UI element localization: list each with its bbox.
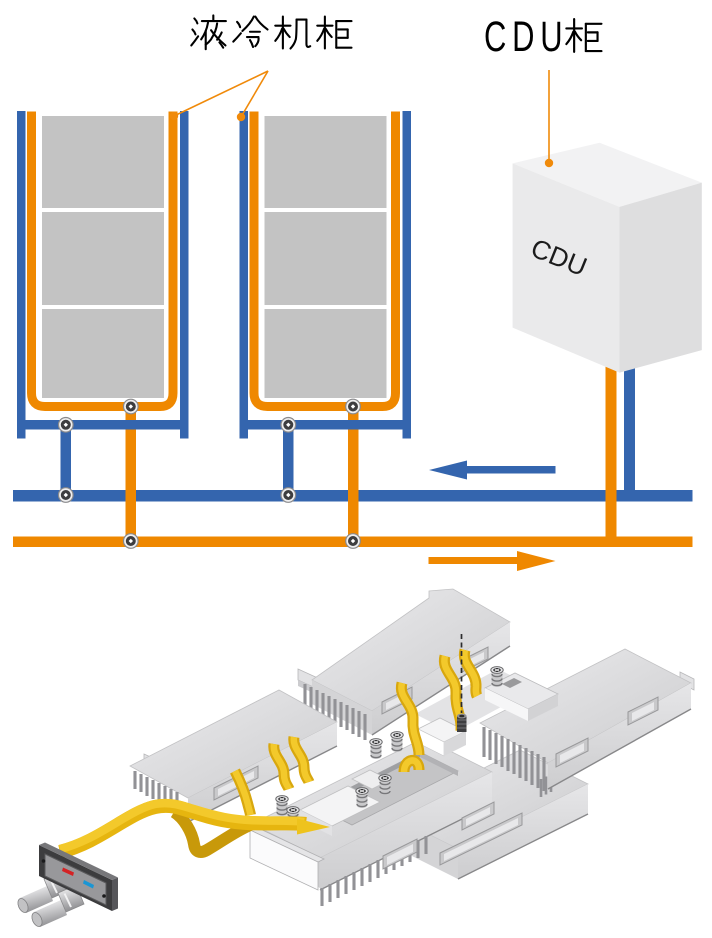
svg-text:CDU: CDU — [484, 12, 568, 60]
